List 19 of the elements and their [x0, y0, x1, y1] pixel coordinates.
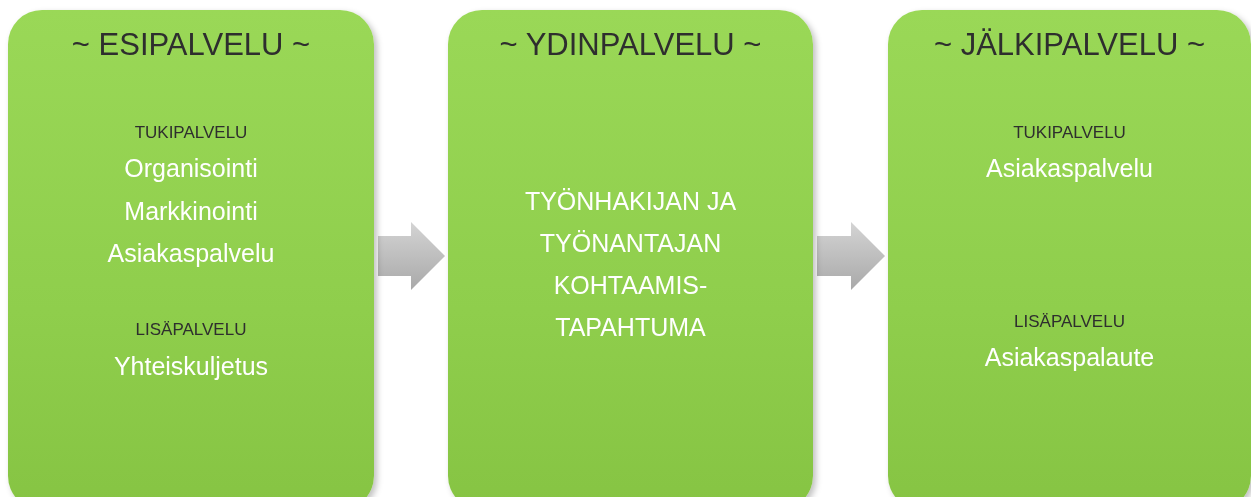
- category-label: LISÄPALVELU: [1013, 311, 1126, 333]
- service-item: Asiakaspalvelu: [106, 238, 276, 268]
- stage-heading: ~ JÄLKIPALVELU ~: [932, 26, 1207, 64]
- stage-heading: ~ YDINPALVELU ~: [498, 26, 763, 64]
- block-arrow: [817, 222, 885, 290]
- stage-card: [8, 10, 374, 497]
- service-item: Markkinointi: [123, 196, 259, 226]
- block-arrow: [378, 222, 445, 290]
- service-item: Yhteiskuljetus: [112, 351, 270, 381]
- stage-card: [888, 10, 1251, 497]
- category-label: TUKIPALVELU: [1012, 122, 1127, 144]
- service-item: Organisointi: [123, 153, 259, 183]
- service-item: Asiakaspalvelu: [985, 153, 1154, 183]
- category-label: TUKIPALVELU: [133, 122, 249, 144]
- stage-card: [448, 10, 813, 497]
- category-label: LISÄPALVELU: [134, 319, 248, 341]
- service-item: Asiakaspalaute: [983, 342, 1156, 372]
- stage-heading: ~ ESIPALVELU ~: [70, 26, 312, 64]
- core-service-text: TYÖNHAKIJAN JA TYÖNANTAJAN KOHTAAMIS- TAPAHTUMA: [523, 186, 738, 343]
